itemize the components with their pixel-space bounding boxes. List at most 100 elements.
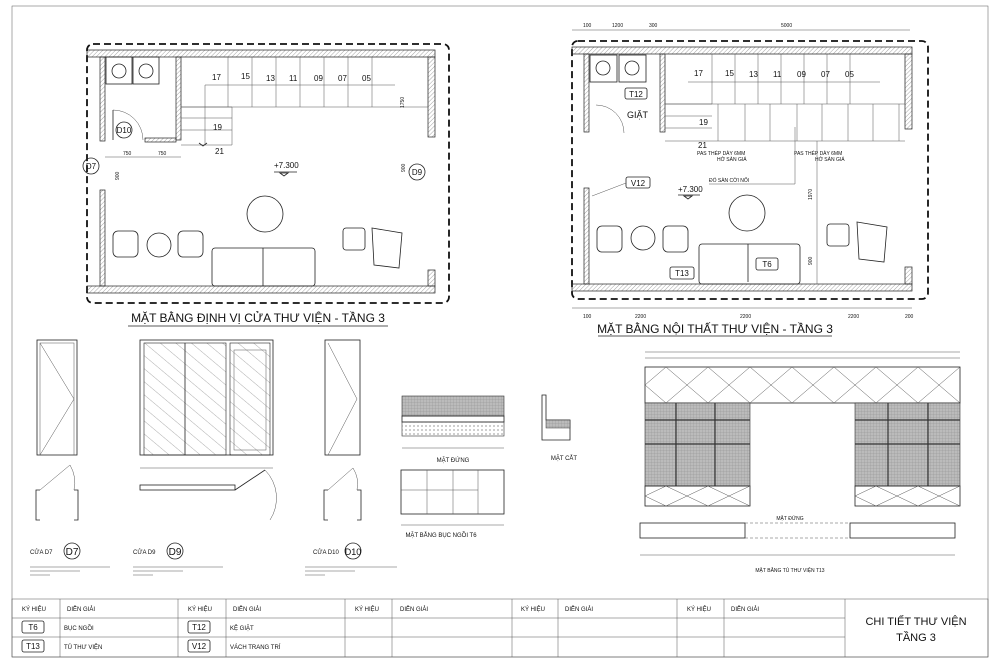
legend-header: DIỄN GIẢI — [233, 606, 261, 613]
dimension: 200 — [905, 314, 914, 320]
dimension: 300 — [649, 23, 658, 29]
armchair — [177, 230, 204, 258]
dimension: 900 — [401, 163, 407, 172]
stair-number: 05 — [845, 70, 854, 79]
stair-number: 17 — [212, 73, 221, 82]
view-label: MẶT ĐỨNG — [776, 515, 803, 522]
tag-label: T6 — [762, 260, 772, 269]
ottoman — [342, 227, 366, 251]
legend-symbol: T12 — [192, 623, 206, 632]
dimension: 900 — [115, 171, 121, 180]
annotation: PAS THÉP DÀY 6MM — [697, 150, 745, 157]
staircase: 17 15 13 11 09 07 05 19 21 — [664, 53, 906, 150]
door-d9-detail: CỬA D9 D9 — [133, 339, 277, 576]
plan-right-title: MẶT BẰNG NỘI THẤT THƯ VIỆN - TẦNG 3 — [597, 321, 833, 336]
washer-icon — [618, 54, 647, 83]
level-marker: +7.300 — [678, 185, 703, 194]
view-label: MẶT CẮT — [551, 454, 578, 462]
annotation: PAS THÉP DÀY 6MM — [794, 150, 842, 157]
dimension: 1970 — [808, 189, 814, 200]
dimension: 900 — [808, 256, 814, 265]
sheet-subtitle: TẦNG 3 — [896, 631, 936, 644]
armchair — [596, 225, 623, 253]
tag-label: V12 — [631, 179, 646, 188]
stair-number: 09 — [314, 74, 323, 83]
dimension: 100 — [583, 314, 592, 320]
plan-interior: 100 1200 300 5000 T12 GIẶT — [571, 23, 929, 320]
legend-symbol: T6 — [28, 623, 38, 632]
legend-header: KÝ HIỆU — [521, 605, 545, 613]
round-table — [246, 195, 284, 233]
armchair — [371, 227, 403, 269]
legend-desc: KỆ GIẶT — [230, 624, 254, 632]
legend-desc: BỤC NGỒI — [64, 625, 94, 632]
stair-number: 17 — [694, 69, 703, 78]
legend-symbol: V12 — [192, 642, 207, 651]
door-tag-label: D10 — [117, 126, 132, 135]
dimension: 2200 — [635, 314, 646, 320]
view-label: MẶT BẰNG BỤC NGỒI T6 — [405, 531, 477, 539]
dimension: 1750 — [400, 97, 406, 108]
door-tag-label: D7 — [66, 547, 79, 558]
stair-number: 21 — [215, 147, 224, 156]
stair-number: 07 — [338, 74, 347, 83]
stair-number: 09 — [797, 70, 806, 79]
legend-header: KÝ HIỆU — [188, 605, 212, 613]
staircase: 17 15 13 11 09 07 05 19 21 — [180, 56, 429, 156]
legend-header: KÝ HIỆU — [355, 605, 379, 613]
tag-label: T13 — [675, 269, 689, 278]
door-tag-label: D10 — [345, 547, 362, 557]
view-label: MẶT ĐỨNG — [437, 457, 470, 464]
door-label: CỬA D9 — [133, 549, 156, 556]
dimension: 750 — [158, 151, 167, 157]
side-table — [630, 225, 656, 251]
view-label: MẶT BẰNG TỦ THƯ VIỆN T13 — [755, 566, 824, 574]
legend-header: DIỄN GIẢI — [565, 606, 593, 613]
washer-icon — [589, 54, 618, 83]
annotation: ĐỔ SÀN CỜI NỐI — [709, 177, 749, 184]
legend-header: DIỄN GIẢI — [67, 606, 95, 613]
stair-number: 11 — [773, 70, 782, 79]
stair-number: 19 — [699, 118, 708, 127]
door-tag-label: D7 — [86, 162, 97, 171]
plan-door-layout: 17 15 13 11 09 07 05 19 21 1750 D10 750 … — [82, 43, 450, 304]
stair-arrow-icon — [198, 142, 208, 147]
sofa-t6-detail: MẶT ĐỨNG MẶT CẮT MẶT BẰNG BỤC NGỒI T6 — [400, 394, 578, 539]
plan-left-title: MẶT BẰNG ĐỊNH VỊ CỬA THƯ VIỆN - TẦNG 3 — [131, 310, 385, 325]
sofa — [211, 247, 316, 287]
stair-number: 05 — [362, 74, 371, 83]
legend-desc: VÁCH TRANG TRÍ — [230, 644, 281, 651]
legend-header: DIỄN GIẢI — [400, 606, 428, 613]
legend-symbol: T13 — [26, 642, 40, 651]
stair-number: 21 — [698, 141, 707, 150]
round-table — [728, 194, 766, 232]
room-label: GIẶT — [627, 110, 649, 120]
dimension: 5000 — [781, 23, 792, 29]
legend-desc: TỦ THƯ VIỆN — [64, 643, 102, 651]
level-marker: +7.300 — [274, 161, 299, 170]
legend-table: KÝ HIỆU DIỄN GIẢI KÝ HIỆU DIỄN GIẢI KÝ H… — [11, 598, 989, 658]
door-label: CỬA D7 — [30, 549, 53, 556]
annotation: HỞ SÀN GIÁ — [717, 156, 747, 163]
armchair — [662, 225, 689, 253]
dimension: 750 — [123, 151, 132, 157]
sheet-frame — [11, 5, 989, 658]
door-d10-detail: CỬA D10 D10 — [305, 339, 397, 576]
door-tag — [82, 157, 100, 175]
tag-label: T12 — [629, 90, 643, 99]
stair-number: 13 — [749, 70, 758, 79]
door-tag — [408, 163, 426, 181]
stair-number: 11 — [289, 74, 298, 83]
tag-box — [755, 257, 779, 271]
door-tag-label: D9 — [169, 547, 182, 558]
ottoman — [826, 223, 850, 247]
door-d7-detail: CỬA D7 D7 — [30, 339, 110, 576]
legend-header: DIỄN GIẢI — [731, 606, 759, 613]
dimension: 1200 — [612, 23, 623, 29]
armchair — [112, 230, 139, 258]
armchair — [856, 221, 888, 263]
door-label: CỬA D10 — [313, 549, 339, 556]
stair-number: 13 — [266, 74, 275, 83]
tag-box — [625, 176, 651, 189]
